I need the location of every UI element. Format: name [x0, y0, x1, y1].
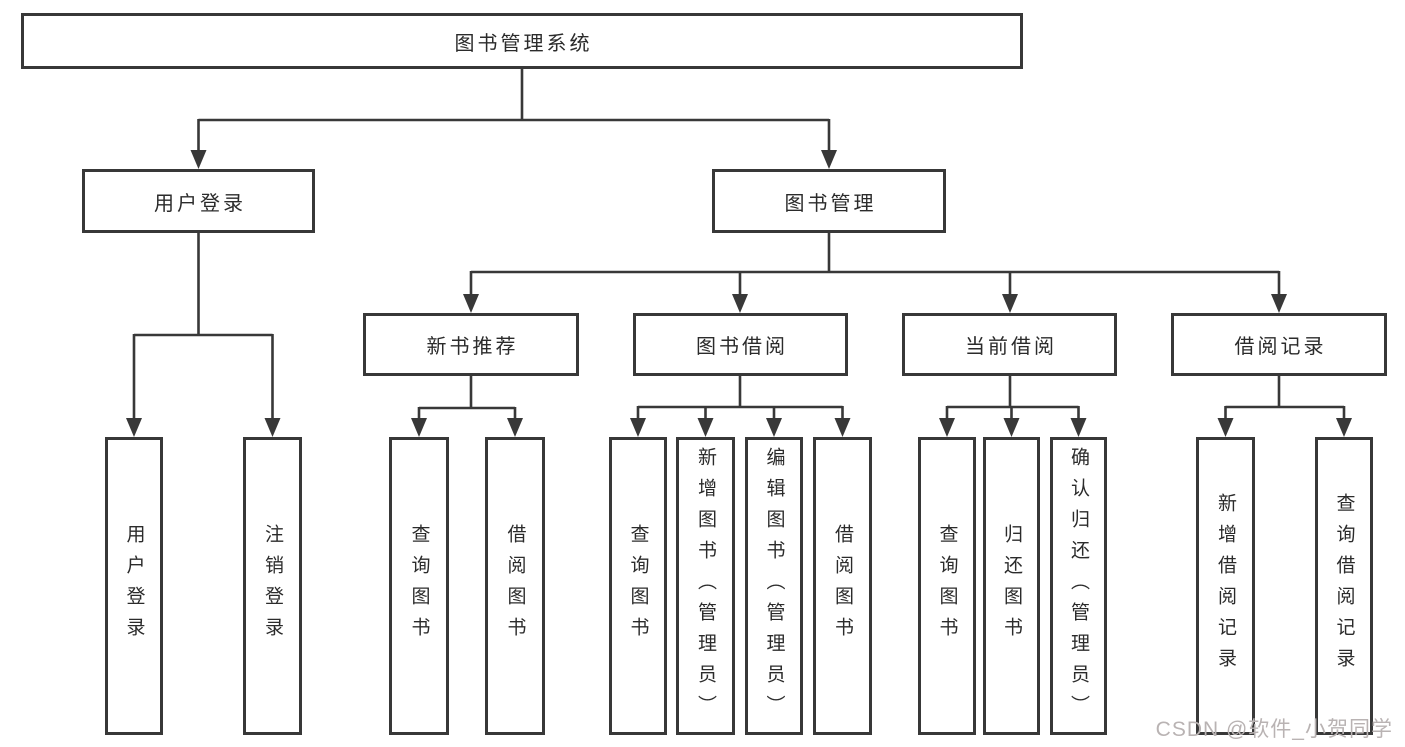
leaf-borrow-borrow-book-label: 借阅图书	[832, 524, 853, 648]
node-current-borrow: 当前借阅	[902, 313, 1117, 376]
leaf-user-login: 用户登录	[105, 437, 163, 735]
leaf-logout-login-label: 注销登录	[262, 524, 283, 648]
node-root-system: 图书管理系统	[21, 13, 1023, 69]
leaf-records-add-record-label: 新增借阅记录	[1215, 493, 1236, 679]
node-user-login-label: 用户登录	[154, 192, 246, 215]
leaf-current-query-book-label: 查询图书	[936, 524, 958, 648]
node-book-borrow-label: 图书借阅	[696, 336, 788, 358]
leaf-borrow-edit-book-admin: 编辑图书（管理员）	[745, 437, 803, 735]
node-new-book-recommend-label: 新书推荐	[426, 336, 519, 358]
leaf-borrow-query-book: 查询图书	[609, 437, 667, 735]
node-book-management-label: 图书管理	[784, 192, 877, 215]
node-new-book-recommend: 新书推荐	[363, 313, 579, 376]
leaf-records-query-record: 查询借阅记录	[1315, 437, 1373, 735]
leaf-newbook-query-book-label: 查询图书	[408, 524, 430, 648]
node-current-borrow-label: 当前借阅	[965, 336, 1057, 358]
leaf-current-return-book: 归还图书	[983, 437, 1040, 735]
leaf-user-login-label: 用户登录	[123, 524, 145, 648]
node-book-management: 图书管理	[712, 169, 946, 233]
leaf-records-add-record: 新增借阅记录	[1196, 437, 1255, 735]
leaf-logout-login: 注销登录	[243, 437, 302, 735]
leaf-borrow-add-book-admin: 新增图书（管理员）	[676, 437, 735, 735]
leaf-current-confirm-return-admin-label: 确认归还（管理员）	[1068, 446, 1089, 726]
leaf-current-query-book: 查询图书	[918, 437, 976, 735]
node-book-borrow: 图书借阅	[633, 313, 848, 376]
leaf-records-query-record-label: 查询借阅记录	[1333, 493, 1355, 679]
node-borrow-records-label: 借阅记录	[1234, 336, 1327, 358]
leaf-current-return-book-label: 归还图书	[1001, 524, 1022, 648]
leaf-borrow-borrow-book: 借阅图书	[813, 437, 872, 735]
leaf-newbook-borrow-book: 借阅图书	[485, 437, 545, 735]
leaf-current-confirm-return-admin: 确认归还（管理员）	[1050, 437, 1107, 735]
node-root-system-label: 图书管理系统	[454, 32, 593, 55]
leaf-borrow-query-book-label: 查询图书	[627, 524, 649, 648]
csdn-watermark: CSDN @软件_小贺同学	[1155, 718, 1393, 741]
leaf-borrow-add-book-admin-label: 新增图书（管理员）	[695, 446, 716, 726]
leaf-newbook-borrow-book-label: 借阅图书	[504, 524, 526, 648]
node-user-login: 用户登录	[82, 169, 315, 233]
leaf-borrow-edit-book-admin-label: 编辑图书（管理员）	[763, 446, 785, 726]
leaf-newbook-query-book: 查询图书	[389, 437, 449, 735]
node-borrow-records: 借阅记录	[1171, 313, 1387, 376]
